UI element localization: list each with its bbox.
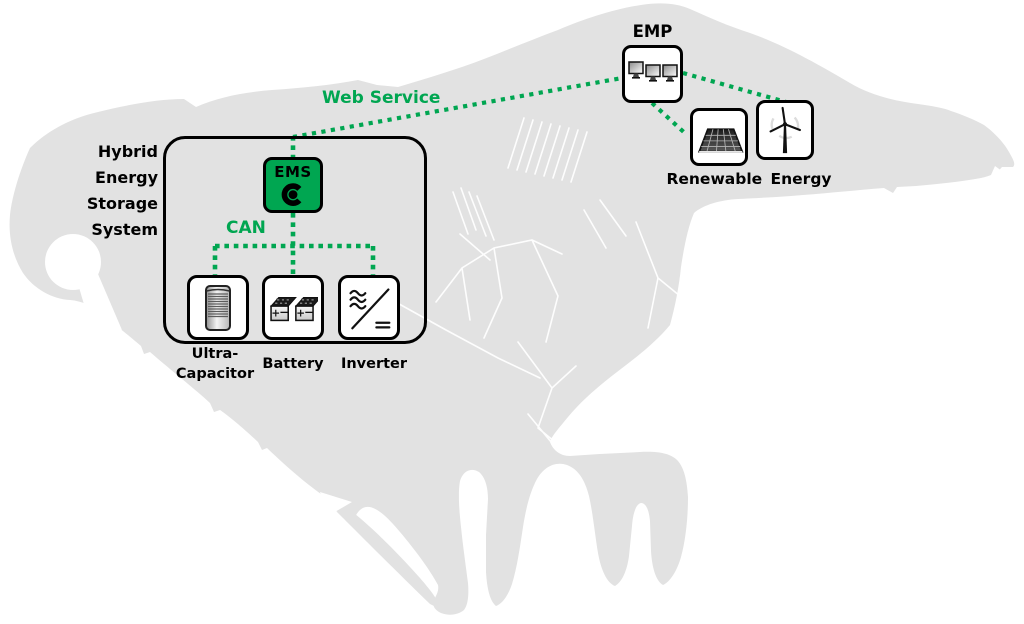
can-label: CAN: [226, 218, 266, 238]
wind-turbine-node: [756, 100, 814, 160]
battery-cell: + −: [294, 296, 318, 321]
solar-panel-node: [690, 108, 748, 166]
claw-inlet: [45, 234, 101, 290]
hess-title: Hybrid Energy Storage System: [30, 139, 158, 243]
inverter-icon: [349, 287, 391, 329]
emp-to-wind-dotted-line: [682, 70, 787, 105]
emp-node: [622, 45, 683, 103]
hess-title-line4: System: [91, 220, 158, 239]
web-service-dotted-line: [292, 75, 623, 140]
can-bus-dotted-line: [212, 213, 376, 275]
island-shape: [9, 3, 1015, 615]
battery-cell: + −: [269, 296, 297, 321]
ultracapacitor-label: Ultra- Capacitor: [165, 345, 265, 384]
hess-title-line3: Storage: [86, 194, 158, 213]
ems-logo-icon: [281, 183, 302, 206]
ultracapacitor-label-line1: Ultra-: [191, 346, 239, 362]
svg-text:+: +: [296, 307, 305, 319]
battery-node: + − + −: [262, 275, 324, 340]
ultracapacitor-node: [187, 275, 249, 340]
ultracapacitor-icon: [205, 284, 231, 331]
coast-notch: [320, 492, 352, 516]
monitor-icon: [661, 64, 678, 82]
emp-to-solar-dotted-line: [650, 101, 689, 137]
ems-node: EMS: [263, 157, 323, 213]
hess-title-line2: Energy: [95, 168, 158, 187]
emp-label: EMP: [632, 22, 673, 41]
svg-text:−: −: [304, 305, 314, 319]
svg-text:−: −: [279, 305, 289, 319]
battery-label: Battery: [262, 356, 324, 372]
ultracapacitor-label-line2: Capacitor: [175, 365, 255, 382]
ems-label: EMS: [274, 163, 312, 181]
renewable-energy-label: Renewable Energy: [666, 170, 832, 188]
inverter-node: [338, 275, 400, 340]
svg-text:+: +: [271, 307, 280, 319]
hess-box: [163, 136, 427, 344]
monitor-icon: [627, 61, 644, 79]
monitor-icon: [644, 64, 661, 82]
wind-turbine-icon: [769, 106, 801, 154]
island-spit: [337, 505, 439, 608]
map-roads: [391, 117, 681, 449]
monitors-icon: [627, 61, 678, 82]
web-service-label: Web Service: [322, 88, 441, 108]
tail-notch: [991, 166, 1006, 175]
hess-title-line1: Hybrid: [97, 142, 158, 161]
battery-icon: + − + −: [269, 296, 318, 321]
claw-inlet-outlet: [78, 274, 122, 330]
solar-panel-icon: [697, 128, 744, 153]
inverter-label: Inverter: [340, 356, 408, 372]
